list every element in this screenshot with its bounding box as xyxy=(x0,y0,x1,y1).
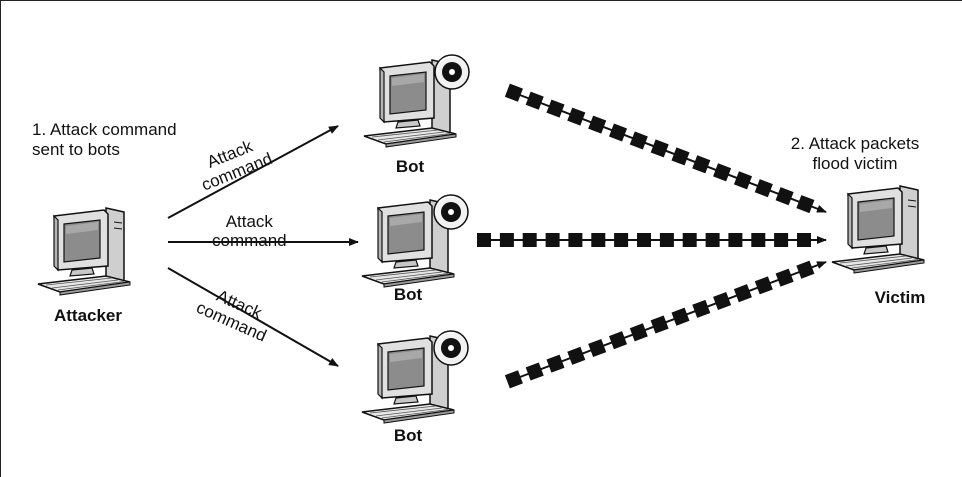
packet-icon xyxy=(477,233,491,247)
packet-icon xyxy=(775,268,794,287)
step1-note: 1. Attack command sent to bots xyxy=(32,120,177,160)
attacker-label: Attacker xyxy=(53,306,123,325)
flood-arrow xyxy=(511,91,827,213)
step1-note-line2: sent to bots xyxy=(32,140,120,159)
packet-icon xyxy=(774,233,789,247)
packet-icon xyxy=(728,233,743,247)
command-arrow-top xyxy=(167,125,339,219)
bot-bottom-label: Bot xyxy=(393,426,423,445)
packet-icon xyxy=(567,107,586,126)
packet-icon xyxy=(546,354,565,373)
bot-top-disc-icon xyxy=(434,54,470,90)
packet-icon xyxy=(525,362,544,381)
packet-icon xyxy=(588,115,607,134)
packet-icon xyxy=(796,260,815,279)
step2-note-line2: flood victim xyxy=(812,154,898,173)
packet-icon xyxy=(796,195,815,214)
packet-icon xyxy=(650,139,669,158)
frame-left-border xyxy=(0,0,1,477)
packet-icon xyxy=(588,338,607,358)
packet-icon xyxy=(671,307,690,326)
command-arrow-bottom xyxy=(167,267,339,367)
packet-icon xyxy=(546,99,565,118)
step2-note: 2. Attack packets flood victim xyxy=(780,134,930,174)
packet-icon xyxy=(692,299,711,318)
packet-icon xyxy=(629,323,648,342)
command-label-middle-line1: Attack xyxy=(225,212,273,231)
packet-icon xyxy=(545,233,560,247)
packet-icon xyxy=(659,233,674,247)
packet-icon xyxy=(591,233,606,247)
packet-icon xyxy=(705,233,720,247)
step2-note-line1: 2. Attack packets xyxy=(790,134,920,153)
packet-icon xyxy=(650,315,669,334)
victim-computer-icon xyxy=(831,185,925,274)
packet-icon xyxy=(713,291,732,311)
packet-icon xyxy=(608,123,628,142)
attacker-computer-icon xyxy=(37,207,131,296)
command-label-middle-line2: command xyxy=(212,231,287,250)
command-label-middle: Attack command xyxy=(212,212,287,250)
packet-icon xyxy=(671,147,690,166)
packet-icon xyxy=(504,370,523,389)
packet-icon xyxy=(499,233,514,247)
packet-icon xyxy=(692,155,711,174)
packet-icon xyxy=(682,233,697,247)
packet-icon xyxy=(733,171,753,190)
bot-middle-disc-icon xyxy=(433,194,469,230)
packet-icon xyxy=(637,233,651,247)
bot-bottom-disc-icon xyxy=(433,330,469,366)
bot-middle-label: Bot xyxy=(393,285,423,304)
frame-top-border xyxy=(0,0,962,1)
packet-stream-top xyxy=(504,83,827,214)
packet-icon xyxy=(754,179,773,198)
packet-stream-bottom xyxy=(504,260,827,389)
packet-icon xyxy=(713,163,732,182)
packet-icon xyxy=(568,233,583,247)
packet-icon xyxy=(525,91,544,110)
packet-icon xyxy=(775,187,794,206)
packet-icon xyxy=(522,233,537,247)
packet-icon xyxy=(608,331,628,350)
packet-icon xyxy=(754,276,773,295)
packet-icon xyxy=(567,346,586,365)
packet-icon xyxy=(733,284,752,303)
packet-icon xyxy=(504,83,523,102)
flood-arrow xyxy=(511,261,827,381)
bot-top-label: Bot xyxy=(395,157,425,176)
step1-note-line1: 1. Attack command xyxy=(32,120,177,139)
packet-icon xyxy=(614,233,629,247)
packet-stream-middle xyxy=(477,233,827,247)
victim-label: Victim xyxy=(874,288,926,307)
packet-icon xyxy=(797,233,811,247)
packet-icon xyxy=(751,233,766,247)
packet-icon xyxy=(629,131,648,150)
